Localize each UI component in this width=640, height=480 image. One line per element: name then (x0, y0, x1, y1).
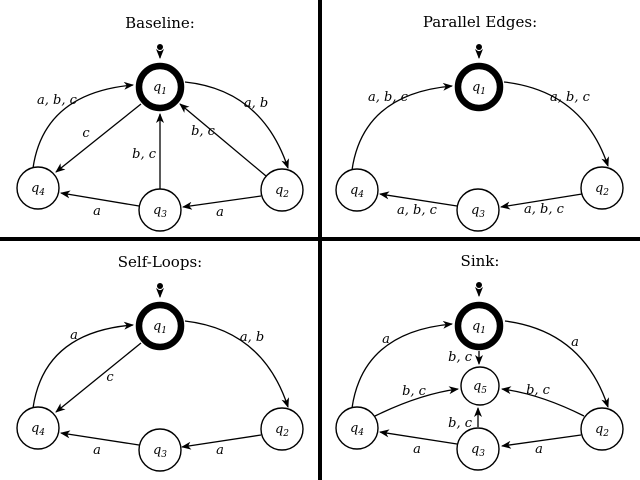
panel-parallel-edges: Parallel Edges: a, b, c a, b, c a, b, c … (335, 13, 624, 232)
state-q2 (580, 166, 624, 210)
edge-q3-q4 (60, 430, 140, 446)
state-q3 (138, 188, 182, 232)
edge-label-q3-q4: a, b, c (397, 203, 438, 218)
state-label-q3: q3 (153, 203, 167, 220)
edge-label-q3-q4: a (413, 442, 421, 457)
initial-state-dot (157, 283, 163, 289)
edge-label-q4-q1: a (382, 332, 390, 347)
initial-state-dot (157, 44, 163, 50)
initial-state-dot (476, 282, 482, 288)
state-label-q2: q2 (595, 422, 609, 439)
edge-q1-q4 (55, 342, 142, 413)
edge-q1-q2 (184, 81, 289, 169)
state-q4 (16, 166, 60, 210)
state-q1 (135, 301, 185, 351)
state-label-q4: q4 (350, 183, 364, 200)
edge-label-q3-q1: b, c (132, 147, 157, 162)
edge-label-q2-q3: a (216, 205, 224, 220)
state-q1 (454, 62, 504, 112)
state-q4 (335, 406, 379, 450)
edge-label-q4-q1: a (70, 328, 78, 343)
edge-q1-q4 (55, 103, 142, 173)
edge-label-q2-q3: a (216, 443, 224, 458)
panel-title: Parallel Edges: (423, 13, 537, 31)
panel-sink: Sink: a a b, c b, c b, c b, c a a q1 q2 … (335, 252, 624, 471)
state-label-q2: q2 (595, 181, 609, 198)
edge-label-q1-q2: a, b (244, 96, 268, 111)
state-q4 (335, 168, 379, 212)
edge-q3-q4 (379, 191, 458, 207)
state-q5 (460, 366, 500, 406)
state-label-q3: q3 (471, 442, 485, 459)
state-label-q4: q4 (350, 421, 364, 438)
edge-label-q1-q5: b, c (448, 350, 473, 365)
state-q1 (454, 301, 504, 351)
divider-horizontal (0, 237, 640, 241)
edge-q2-q3 (181, 434, 262, 450)
edge-label-q1-q4: c (106, 370, 114, 385)
panel-title: Self-Loops: (118, 253, 202, 271)
edge-q2-q3 (501, 434, 582, 449)
edge-label-q1-q2: a, b (240, 330, 264, 345)
edge-q1-q2 (184, 320, 290, 408)
state-label-q1: q1 (153, 319, 167, 336)
state-label-q1: q1 (153, 80, 167, 97)
edge-label-q2-q3: a (535, 442, 543, 457)
edge-q2-q1 (179, 103, 267, 177)
state-q2 (260, 168, 304, 212)
state-label-q3: q3 (471, 203, 485, 220)
edge-label-q4-q5: b, c (402, 384, 427, 399)
edge-label-q2-q5: b, c (526, 383, 551, 398)
state-q2 (260, 407, 304, 451)
state-label-q2: q2 (275, 183, 289, 200)
panel-title: Sink: (461, 252, 500, 270)
edge-q3-q4 (60, 190, 140, 207)
state-label-q4: q4 (31, 421, 45, 438)
state-q3 (456, 427, 500, 471)
state-q4 (16, 406, 60, 450)
state-label-q3: q3 (153, 443, 167, 460)
state-label-q4: q4 (31, 181, 45, 198)
edge-q4-q1 (351, 320, 453, 409)
state-label-q2: q2 (275, 422, 289, 439)
edge-q3-q4 (379, 429, 458, 445)
edge-label-q3-q4: a (93, 204, 101, 219)
state-q3 (456, 188, 500, 232)
edge-q2-q3 (182, 195, 262, 210)
edge-label-q2-q3: a, b, c (524, 202, 565, 217)
edge-q1-q2 (504, 320, 609, 408)
panel-baseline: Baseline: a, b, c c b, c b, c a, b a a q… (16, 14, 304, 232)
edge-label-q4-q1: a, b, c (368, 90, 409, 105)
edge-q1-q2 (503, 81, 609, 167)
state-label-q1: q1 (472, 80, 486, 97)
edge-label-q1-q2: a (571, 335, 579, 350)
edge-label-q1-q2: a, b, c (550, 90, 591, 105)
panel-title: Baseline: (125, 14, 195, 32)
state-q1 (135, 62, 185, 112)
edge-label-q3-q4: a (93, 443, 101, 458)
initial-state-dot (476, 44, 482, 50)
edge-q4-q1 (32, 321, 134, 409)
state-label-q1: q1 (472, 319, 486, 336)
edge-q4-q5 (374, 386, 459, 417)
edge-q2-q3 (500, 193, 583, 210)
edge-label-q4-q1: a, b, c (37, 93, 78, 108)
edge-q2-q5 (501, 386, 585, 417)
edge-label-q2-q1: b, c (191, 124, 216, 139)
edge-label-q1-q4: c (82, 126, 90, 141)
state-label-q5: q5 (473, 379, 487, 396)
state-q3 (138, 428, 182, 472)
panel-self-loops: Self-Loops: a c a, b a a q1 q2 q3 q4 (16, 253, 304, 472)
edge-q4-q1 (32, 81, 134, 169)
edge-q4-q1 (351, 82, 453, 171)
edge-label-q3-q5: b, c (448, 416, 473, 431)
state-q2 (580, 407, 624, 451)
